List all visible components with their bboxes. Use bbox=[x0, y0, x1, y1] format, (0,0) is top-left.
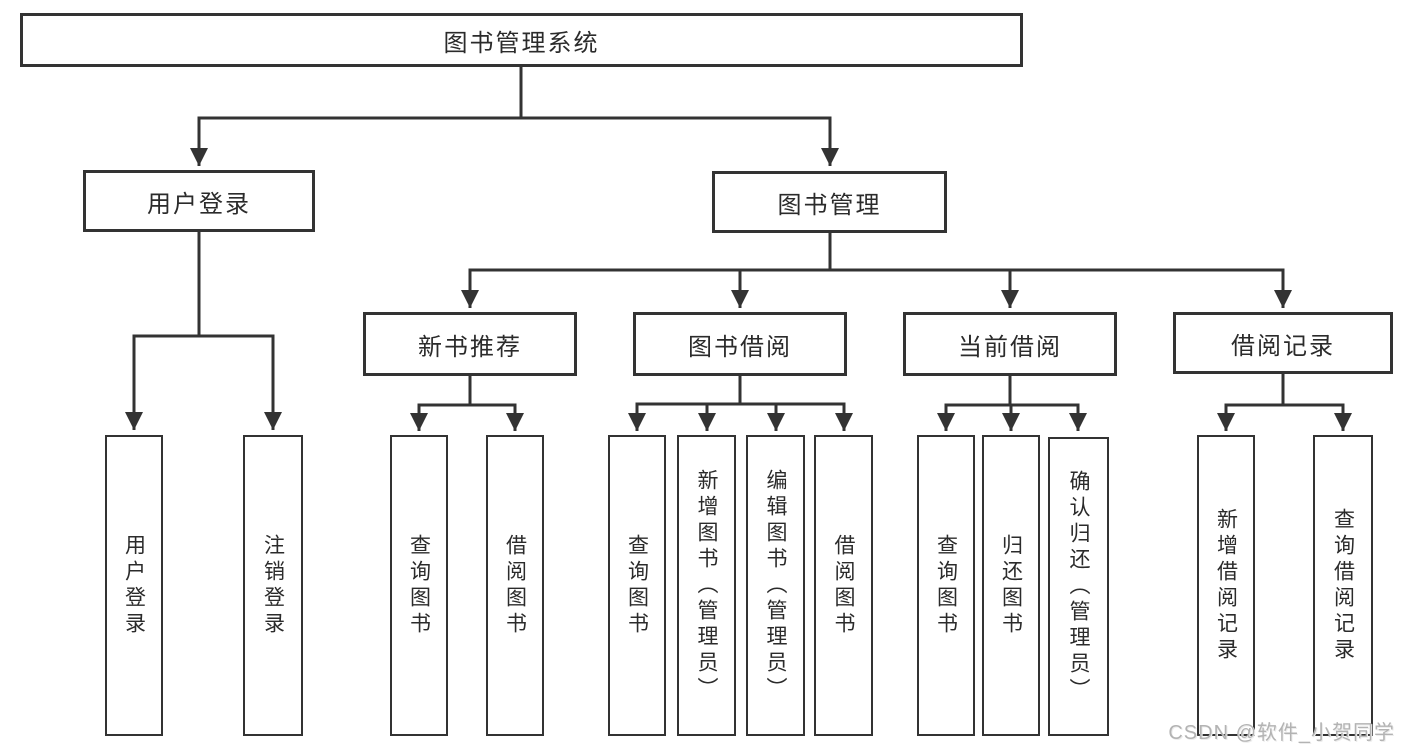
watermark: CSDN @软件_小贺同学 bbox=[1168, 722, 1395, 744]
leaf-add-book-admin: 新增图书（管理员） bbox=[677, 435, 736, 736]
leaf-add-borrow-record: 新增借阅记录 bbox=[1197, 435, 1255, 736]
node-root: 图书管理系统 bbox=[20, 13, 1023, 67]
leaf-label: 借阅图书 bbox=[503, 533, 527, 638]
node-current-borrow: 当前借阅 bbox=[903, 312, 1117, 376]
node-new-book-recommend: 新书推荐 bbox=[363, 312, 577, 376]
leaf-label: 查询图书 bbox=[625, 533, 649, 638]
leaf-query-borrow-record: 查询借阅记录 bbox=[1313, 435, 1373, 736]
leaf-label: 新增图书（管理员） bbox=[695, 468, 718, 703]
leaf-label: 用户登录 bbox=[122, 533, 146, 638]
leaf-logout: 注销登录 bbox=[243, 435, 303, 736]
leaf-label: 查询图书 bbox=[407, 533, 431, 638]
leaf-confirm-return-admin: 确认归还（管理员） bbox=[1048, 437, 1109, 736]
node-borrow-record: 借阅记录 bbox=[1173, 312, 1393, 374]
node-book-management: 图书管理 bbox=[712, 171, 947, 233]
leaf-label: 归还图书 bbox=[999, 533, 1023, 638]
leaf-label: 查询借阅记录 bbox=[1331, 507, 1355, 664]
node-book-borrow: 图书借阅 bbox=[633, 312, 847, 376]
leaf-borrow-book-recommend: 借阅图书 bbox=[486, 435, 544, 736]
leaf-return-book: 归还图书 bbox=[982, 435, 1040, 736]
leaf-label: 确认归还（管理员） bbox=[1067, 469, 1090, 704]
leaf-query-book-borrow: 查询图书 bbox=[608, 435, 666, 736]
leaf-query-book-recommend: 查询图书 bbox=[390, 435, 448, 736]
leaf-edit-book-admin: 编辑图书（管理员） bbox=[746, 435, 805, 736]
leaf-query-book-current: 查询图书 bbox=[917, 435, 975, 736]
leaf-borrow-book: 借阅图书 bbox=[814, 435, 873, 736]
leaf-label: 编辑图书（管理员） bbox=[764, 468, 787, 703]
leaf-label: 查询图书 bbox=[934, 533, 958, 638]
leaf-user-login: 用户登录 bbox=[105, 435, 163, 736]
leaf-label: 新增借阅记录 bbox=[1214, 507, 1238, 664]
leaf-label: 借阅图书 bbox=[832, 533, 855, 638]
node-user-login: 用户登录 bbox=[83, 170, 315, 232]
leaf-label: 注销登录 bbox=[261, 533, 285, 638]
